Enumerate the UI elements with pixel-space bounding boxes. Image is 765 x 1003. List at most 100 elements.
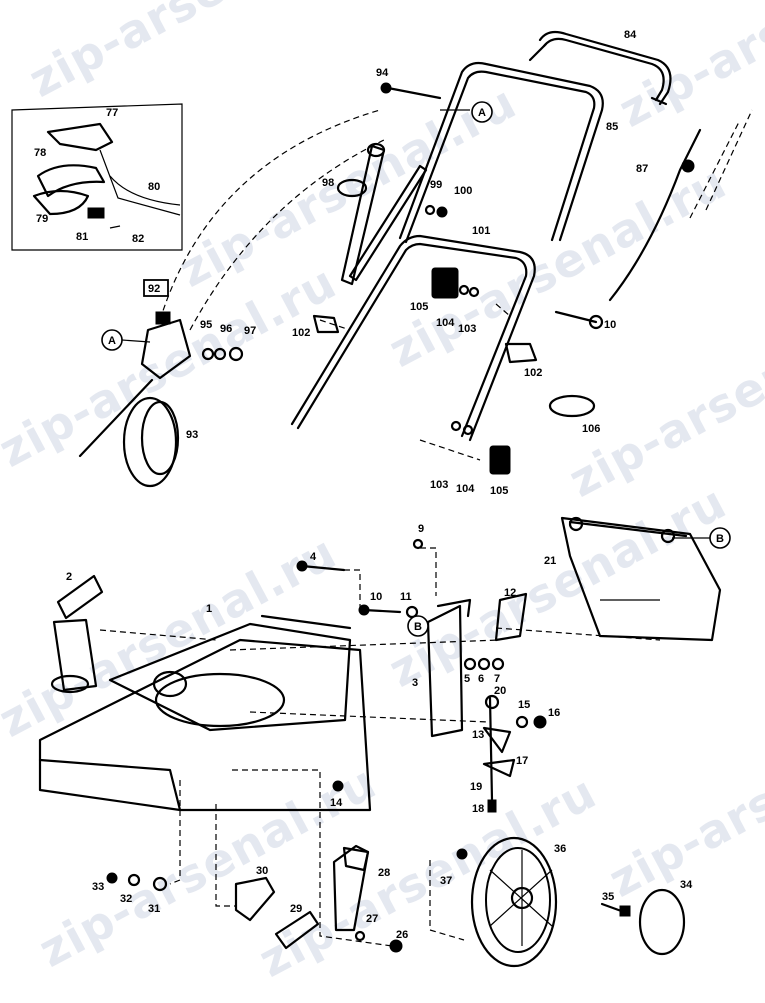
callout-a-switch: A — [101, 329, 151, 351]
label-102-left: 102 — [292, 327, 310, 339]
label-1: 1 — [206, 603, 212, 615]
clip-102-left — [312, 314, 340, 334]
hub-cap-34 — [638, 888, 686, 956]
wheel-36 — [470, 836, 558, 968]
knob-105-lower — [489, 445, 511, 475]
label-92: 92 — [148, 283, 160, 295]
label-37: 37 — [440, 875, 452, 887]
cable-path-arc — [159, 109, 381, 321]
label-11: 11 — [400, 591, 412, 603]
label-101: 101 — [472, 225, 490, 237]
label-80: 80 — [148, 181, 160, 193]
label-27: 27 — [366, 913, 378, 925]
part-92-box — [143, 279, 169, 297]
label-82: 82 — [132, 233, 144, 245]
upper-handle — [398, 30, 672, 244]
label-14: 14 — [330, 797, 343, 809]
screw-9 — [412, 538, 424, 550]
height-adjust-plate — [426, 592, 528, 738]
label-12: 12 — [504, 587, 516, 599]
label-15: 15 — [518, 699, 530, 711]
inset-detail — [11, 103, 183, 251]
label-29: 29 — [290, 903, 302, 915]
label-13: 13 — [472, 729, 484, 741]
label-77: 77 — [106, 107, 118, 119]
label-96: 96 — [220, 323, 232, 335]
label-10: 10 — [370, 591, 382, 603]
label-99: 99 — [430, 179, 442, 191]
label-103-upper: 103 — [458, 323, 476, 335]
label-6: 6 — [478, 673, 484, 685]
label-98: 98 — [322, 177, 334, 189]
label-106: 106 — [582, 423, 600, 435]
label-18: 18 — [472, 803, 484, 815]
clip-102-right — [504, 342, 538, 364]
label-97: 97 — [244, 325, 256, 337]
label-104-lower: 104 — [456, 483, 475, 495]
bolt-4 — [300, 564, 346, 572]
mower-deck — [38, 614, 372, 812]
axle-stack-13-20 — [482, 694, 547, 813]
label-21: 21 — [544, 555, 556, 567]
label-7: 7 — [494, 673, 500, 685]
callout-a-top: A — [440, 101, 493, 123]
bolt-10 — [362, 608, 402, 614]
label-19: 19 — [470, 781, 482, 793]
label-3: 3 — [412, 677, 418, 689]
label-93: 93 — [186, 429, 198, 441]
label-2: 2 — [66, 571, 72, 583]
label-103-lower: 103 — [430, 479, 448, 491]
label-105-upper: 105 — [410, 301, 428, 313]
washer-32 — [127, 873, 141, 887]
label-28: 28 — [378, 867, 390, 879]
label-81: 81 — [76, 231, 88, 243]
label-102-right: 102 — [524, 367, 542, 379]
label-10-right: 10 — [604, 319, 616, 331]
label-9: 9 — [418, 523, 424, 535]
label-20: 20 — [494, 685, 506, 697]
label-26: 26 — [396, 929, 408, 941]
label-84: 84 — [624, 29, 637, 41]
bolt-94 — [386, 86, 442, 100]
grass-catcher — [560, 516, 722, 642]
callout-b-deck: B — [407, 615, 429, 637]
label-95: 95 — [200, 319, 212, 331]
cable-ring-106 — [548, 394, 596, 418]
label-36: 36 — [554, 843, 566, 855]
height-lever — [234, 844, 403, 953]
svg-text:B: B — [414, 621, 422, 633]
label-33: 33 — [92, 881, 104, 893]
nut-33 — [106, 872, 118, 884]
knob-105-upper — [431, 267, 459, 299]
svg-text:A: A — [108, 335, 116, 347]
assembly-lines — [99, 303, 661, 947]
svg-text:A: A — [478, 107, 486, 119]
label-5: 5 — [464, 673, 470, 685]
label-104-upper: 104 — [436, 317, 455, 329]
label-87: 87 — [636, 163, 648, 175]
label-94: 94 — [376, 67, 389, 79]
callout-b-bag: B — [672, 527, 731, 549]
label-78: 78 — [34, 147, 46, 159]
label-31: 31 — [148, 903, 160, 915]
label-16: 16 — [548, 707, 560, 719]
screw-14 — [332, 780, 344, 792]
label-35: 35 — [602, 891, 614, 903]
label-17: 17 — [516, 755, 528, 767]
label-34: 34 — [680, 879, 693, 891]
switch-box — [140, 311, 244, 380]
label-100: 100 — [454, 185, 472, 197]
svg-text:B: B — [716, 533, 724, 545]
bracket-2 — [50, 574, 104, 694]
label-30: 30 — [256, 865, 268, 877]
clamp-rod — [336, 142, 386, 286]
part-labels: 1 2 3 4 5 6 7 9 10 11 12 13 14 15 16 17 … — [34, 29, 693, 941]
label-105-lower: 105 — [490, 485, 508, 497]
cable-87 — [608, 109, 753, 302]
bolt-37 — [456, 848, 468, 860]
label-79: 79 — [36, 213, 48, 225]
washer-31 — [152, 876, 168, 892]
washer-11 — [405, 605, 419, 619]
